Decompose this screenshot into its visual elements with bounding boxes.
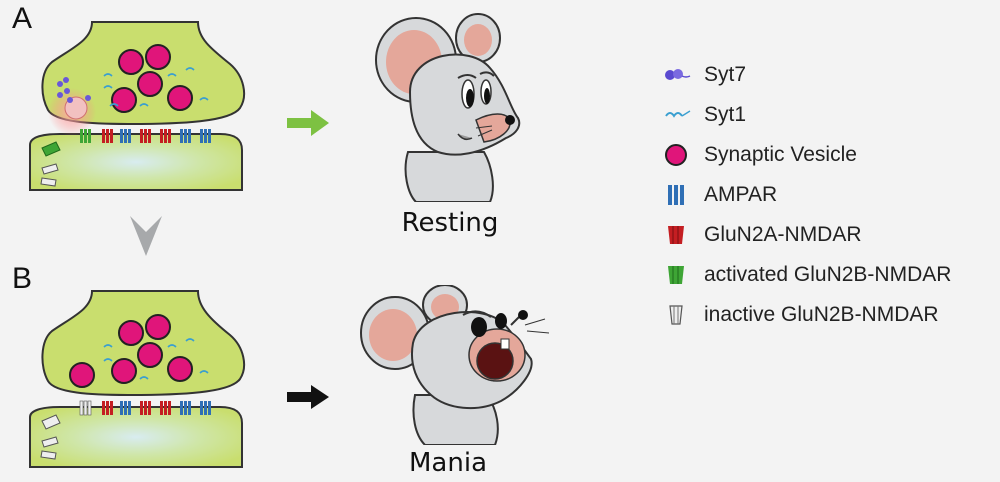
glun2b-inactive-icon <box>669 305 683 325</box>
legend-item-syt7: Syt7 <box>662 60 746 90</box>
legend-label: Syt7 <box>704 63 747 86</box>
vesicles <box>69 314 193 388</box>
black-arrow-icon <box>287 385 329 409</box>
legend-item-ampar: AMPAR <box>662 180 777 210</box>
syt1-icon <box>665 110 691 118</box>
synapse-resting <box>29 21 246 191</box>
legend-label: AMPAR <box>704 183 778 206</box>
postsynaptic-membrane <box>29 406 243 468</box>
legend-label: inactive GluN2B-NMDAR <box>704 303 939 326</box>
vesicles <box>111 44 193 113</box>
receptor-row-mania <box>79 400 211 416</box>
receptor-row-resting <box>80 129 211 143</box>
syt1-marks <box>103 338 209 380</box>
syt1-marks <box>103 67 209 107</box>
legend-item-glun2b-inactive: inactive GluN2B-NMDAR <box>662 300 939 330</box>
side-receptors-mania <box>40 414 61 460</box>
glun2a-icon <box>668 226 684 244</box>
mania-label: Mania <box>409 448 487 478</box>
legend-label: GluN2A-NMDAR <box>704 223 862 246</box>
postsynaptic-membrane <box>29 133 243 191</box>
green-arrow-icon <box>287 110 329 136</box>
legend-label: Syt1 <box>704 103 747 126</box>
resting-mouse-illustration <box>375 13 521 202</box>
legend-item-glun2a: GluN2A-NMDAR <box>662 220 862 250</box>
synapse-mania <box>29 290 246 468</box>
panel-letter-b: B <box>12 262 33 295</box>
mania-mouse-illustration <box>360 285 550 445</box>
vesicle-icon <box>665 144 687 166</box>
legend-item-syt1: Syt1 <box>662 100 746 130</box>
syt7-icon <box>665 69 691 80</box>
panel-letter-a: A <box>12 2 33 35</box>
ampar-icon <box>668 185 684 205</box>
transition-chevron-icon <box>130 216 162 256</box>
legend-label: activated GluN2B-NMDAR <box>704 263 952 286</box>
legend-item-vesicle: Synaptic Vesicle <box>662 140 857 170</box>
syt7-dots <box>57 77 91 103</box>
resting-label: Resting <box>401 208 499 238</box>
side-receptors-resting <box>40 141 61 187</box>
legend-item-glun2b-active: activated GluN2B-NMDAR <box>662 260 951 290</box>
glun2b-active-icon <box>668 266 684 284</box>
legend-label: Synaptic Vesicle <box>704 143 857 166</box>
